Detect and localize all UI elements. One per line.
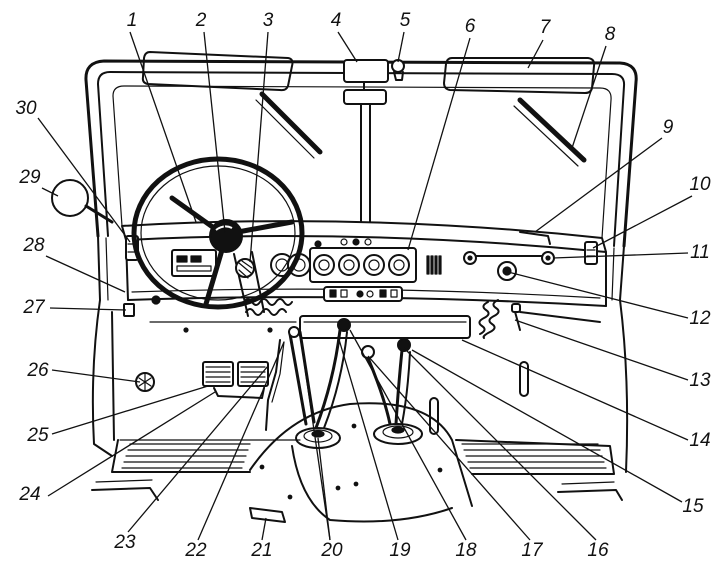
speaker-grille [426, 255, 442, 275]
steering-column [233, 251, 265, 317]
callout-8: 8 [605, 24, 616, 45]
callout-19: 19 [389, 540, 411, 561]
leader-line-7 [527, 39, 544, 69]
right-dash-controls [463, 231, 598, 281]
seat-rails [91, 479, 623, 501]
leader-line-23 [127, 365, 269, 533]
leader-line-20b [317, 437, 331, 541]
left-coiled-hose [243, 298, 293, 316]
callout-29: 29 [18, 167, 41, 188]
leader-line-1 [129, 31, 197, 223]
leader-line-21 [261, 517, 267, 541]
left-floor-mat [111, 439, 251, 473]
callout-21: 21 [250, 540, 272, 561]
callout-1: 1 [127, 10, 138, 31]
leader-line-4 [337, 31, 358, 63]
leader-line-13 [514, 319, 689, 381]
callout-14: 14 [689, 430, 710, 451]
callout-5: 5 [400, 10, 411, 31]
leader-line-18 [349, 329, 467, 541]
callout-2: 2 [195, 10, 207, 31]
leader-line-24 [47, 391, 216, 497]
callout-7: 7 [540, 17, 552, 38]
callout-15: 15 [682, 496, 704, 517]
left-kick-panel [111, 295, 301, 441]
leader-line-28 [45, 255, 126, 293]
leader-line-14 [461, 339, 689, 441]
pedals [202, 361, 269, 399]
leader-line-16 [403, 347, 597, 541]
leader-line-19 [337, 335, 399, 541]
under-dash-crossbar [299, 299, 500, 339]
leader-line-2 [203, 31, 226, 233]
callout-24: 24 [18, 484, 40, 505]
callout-11: 11 [690, 242, 710, 263]
leader-line-30 [37, 117, 131, 243]
callout-16: 16 [587, 540, 609, 561]
left-switch-panel [171, 249, 217, 277]
callout-6: 6 [465, 16, 476, 37]
leader-lines [37, 31, 693, 541]
floor-tunnel [249, 402, 473, 523]
leader-line-3 [249, 31, 269, 263]
callout-4: 4 [331, 10, 342, 31]
leader-line-25 [51, 385, 209, 435]
handbrake-lever [288, 326, 316, 426]
leader-line-10 [592, 195, 693, 249]
leader-line-27 [49, 307, 127, 311]
leader-line-22 [197, 341, 285, 541]
callout-30: 30 [15, 98, 37, 119]
lower-switch-panel [323, 286, 403, 302]
leader-line-20a [299, 333, 331, 541]
sun-visors [141, 51, 596, 94]
leader-line-17 [367, 355, 531, 541]
callout-17: 17 [521, 540, 544, 561]
right-side-lever [511, 303, 601, 397]
instrument-panel [309, 238, 417, 283]
callout-22: 22 [184, 540, 207, 561]
callout-13: 13 [689, 370, 711, 391]
leader-line-5 [397, 31, 405, 63]
leader-line-29 [41, 187, 59, 197]
right-floor-mat [455, 439, 615, 475]
callout-23: 23 [113, 532, 136, 553]
wiper-motor-knob [391, 59, 405, 81]
callout-3: 3 [263, 10, 274, 31]
leader-line-9 [534, 137, 663, 233]
callout-20: 20 [320, 540, 343, 561]
wipers [255, 91, 587, 167]
leader-line-8 [571, 45, 607, 149]
leader-line-11 [552, 252, 689, 259]
callout-10: 10 [689, 174, 711, 195]
leader-line-6 [407, 37, 471, 251]
callout-labels: 1 2 3 4 5 6 7 8 9 10 11 12 13 14 15 16 1… [15, 10, 711, 561]
callout-25: 25 [26, 425, 49, 446]
callout-27: 27 [22, 297, 46, 318]
rear-view-mirror [343, 59, 389, 223]
callout-18: 18 [455, 540, 477, 561]
callout-9: 9 [663, 117, 674, 138]
callout-26: 26 [26, 360, 49, 381]
floor-bracket [249, 507, 286, 523]
steering-wheel [131, 156, 305, 310]
callout-12: 12 [689, 308, 711, 329]
transfer-case-levers [361, 338, 423, 445]
leader-line-12 [507, 271, 689, 319]
leader-line-15 [411, 349, 683, 503]
leader-line-26 [51, 369, 141, 383]
callout-28: 28 [22, 235, 45, 256]
side-mirror [51, 179, 114, 224]
